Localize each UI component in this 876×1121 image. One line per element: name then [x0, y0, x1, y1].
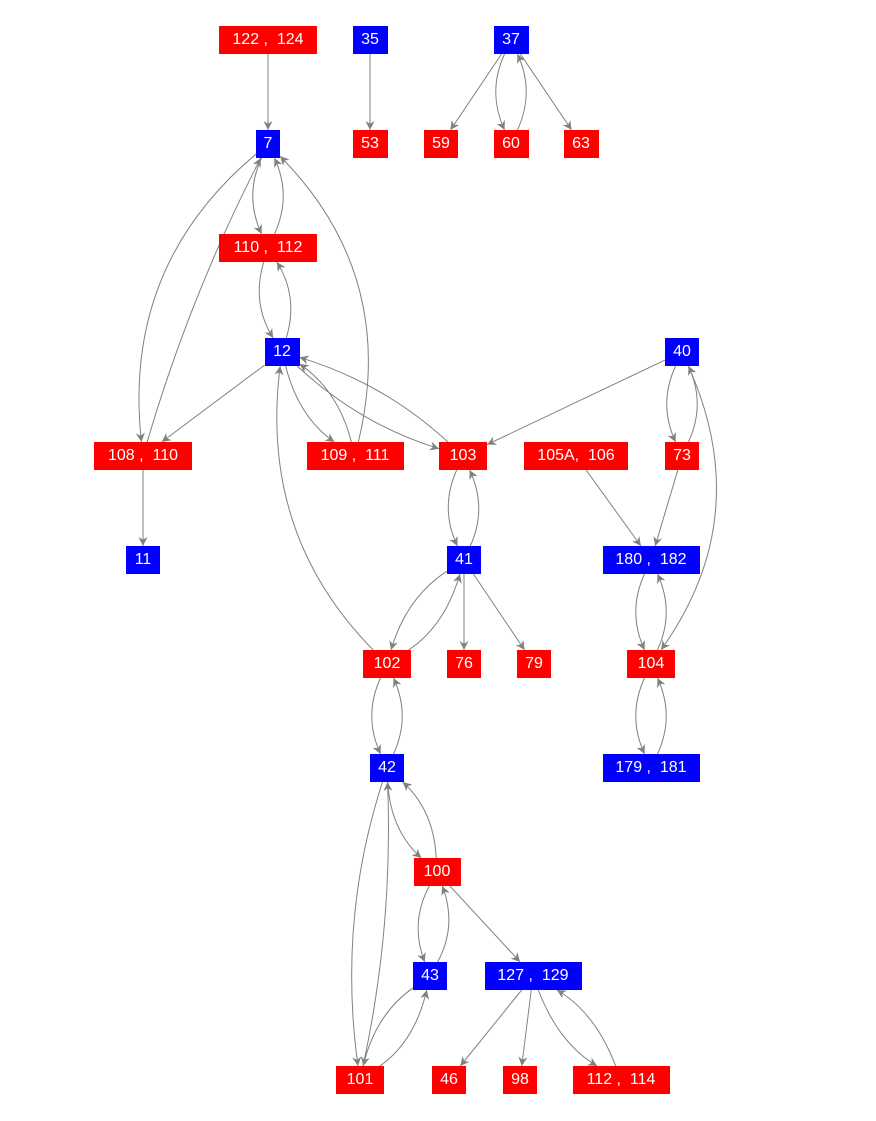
edge-arrow: [556, 989, 617, 1067]
node-63[interactable]: 63: [563, 130, 599, 158]
edge-arrow: [653, 469, 679, 547]
edge-arrow: [537, 989, 598, 1067]
edge-arrow: [660, 365, 717, 651]
node-7[interactable]: 7: [256, 130, 280, 158]
edge-arrow: [520, 53, 572, 131]
node-103[interactable]: 103: [439, 442, 487, 470]
node-105A-106[interactable]: 105A, 106: [524, 442, 628, 470]
edge-arrow: [296, 365, 440, 451]
edge-arrow: [495, 53, 505, 131]
edge-arrow: [402, 781, 437, 859]
edge-arrow: [274, 157, 284, 235]
edge-arrow: [389, 570, 448, 651]
edge-arrow: [276, 261, 292, 339]
node-73[interactable]: 73: [665, 442, 699, 470]
edge-arrow: [447, 469, 458, 547]
edge-arrow: [299, 363, 352, 443]
edge-arrow: [258, 261, 274, 339]
edge-arrow: [486, 359, 666, 446]
edge-arrow: [657, 677, 667, 755]
edge-arrow: [393, 677, 403, 755]
node-98[interactable]: 98: [503, 1066, 537, 1094]
edge-arrow: [473, 573, 525, 651]
node-42[interactable]: 42: [370, 754, 404, 782]
node-100[interactable]: 100: [413, 858, 461, 886]
node-46[interactable]: 46: [432, 1066, 466, 1094]
node-11[interactable]: 11: [126, 546, 160, 574]
edge-arrow: [666, 365, 676, 443]
edge-arrow: [135, 153, 257, 443]
node-35[interactable]: 35: [352, 26, 388, 54]
edge-arrow: [437, 885, 450, 963]
node-59[interactable]: 59: [424, 130, 458, 158]
edge-arrow: [362, 781, 393, 1067]
edge-arrow: [469, 469, 480, 547]
edge-arrow: [657, 573, 667, 651]
edge-arrow: [585, 469, 642, 547]
edge-arrow: [371, 677, 381, 755]
node-79[interactable]: 79: [517, 650, 551, 678]
node-12[interactable]: 12: [264, 338, 300, 366]
node-102[interactable]: 102: [363, 650, 411, 678]
node-43[interactable]: 43: [413, 962, 447, 990]
node-179-181[interactable]: 179 , 181: [602, 754, 700, 782]
node-108-110[interactable]: 108 , 110: [94, 442, 192, 470]
edge-arrow: [408, 573, 462, 651]
node-109-111[interactable]: 109 , 111: [306, 442, 404, 470]
edge-arrow: [161, 364, 265, 443]
edge-arrow: [379, 989, 430, 1067]
node-53[interactable]: 53: [352, 130, 388, 158]
node-76[interactable]: 76: [447, 650, 481, 678]
edge-arrow: [351, 781, 383, 1067]
node-41[interactable]: 41: [447, 546, 481, 574]
node-40[interactable]: 40: [665, 338, 699, 366]
node-101[interactable]: 101: [336, 1066, 384, 1094]
edge-arrow: [387, 781, 422, 859]
edge-arrow: [449, 885, 521, 963]
edge-arrow: [517, 53, 527, 131]
edge-arrow: [279, 155, 369, 443]
node-37[interactable]: 37: [493, 26, 529, 54]
edge-arrow: [417, 885, 430, 963]
edge-arrow: [360, 987, 414, 1067]
edge-arrow: [635, 573, 645, 651]
edge-arrow: [450, 53, 502, 131]
node-110-112[interactable]: 110 , 112: [219, 234, 317, 262]
edge-arrow: [274, 365, 374, 651]
edge-arrow: [299, 355, 449, 443]
node-122-124[interactable]: 122 , 124: [219, 26, 317, 54]
edge-arrow: [459, 989, 523, 1067]
edge-arrow: [285, 365, 335, 443]
edge-arrow: [518, 989, 532, 1067]
edge-arrow: [146, 157, 262, 443]
node-127-129[interactable]: 127 , 129: [484, 962, 582, 990]
node-104[interactable]: 104: [627, 650, 675, 678]
edge-arrow: [635, 677, 645, 755]
node-180-182[interactable]: 180 , 182: [602, 546, 700, 574]
edge-arrow: [252, 157, 262, 235]
node-112-114[interactable]: 112 , 114: [572, 1066, 670, 1094]
node-60[interactable]: 60: [493, 130, 529, 158]
